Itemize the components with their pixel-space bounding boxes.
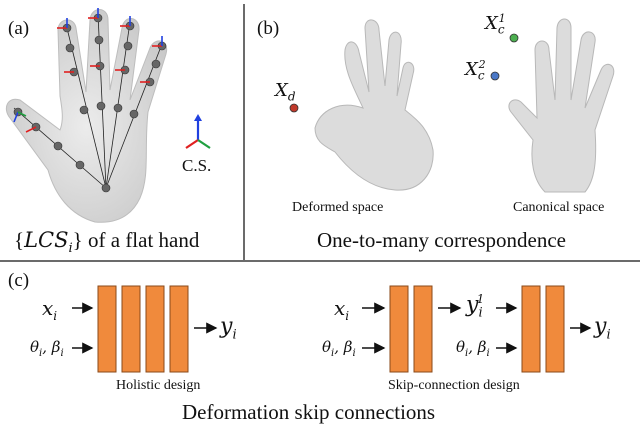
panel-b-caption: One-to-many correspondence (317, 228, 566, 252)
flat-hand-illustration (5, 8, 211, 223)
joint-markers (13, 13, 167, 193)
xc2-point (490, 71, 500, 81)
xc1-label: Xc1 (485, 12, 506, 37)
panel-b-label: (b) (257, 18, 280, 39)
canonical-space-caption: Canonical space (513, 200, 605, 215)
panel-c-caption: Deformation skip connections (182, 400, 436, 424)
holistic-caption: Holistic design (116, 378, 201, 393)
panel-b: (b) Xd Xc1 Xc2 Deformed space Canonical … (245, 0, 640, 260)
horizontal-divider (0, 260, 640, 262)
deformed-space-caption: Deformed space (292, 200, 384, 215)
hand-shape (5, 9, 168, 223)
holistic-blocks (97, 285, 189, 373)
vertical-divider (243, 4, 245, 260)
skip-connection-diagram (72, 285, 592, 373)
canonical-hand-shape (508, 18, 615, 193)
skip-second-params: θi, βi (456, 338, 490, 359)
skip-mid-y: yi1 (466, 292, 485, 321)
xc2-label: Xc2 (465, 58, 486, 83)
skip-blocks-second (521, 285, 565, 373)
cs-label: C.S. (182, 156, 212, 175)
panel-c-label: (c) (8, 270, 30, 291)
xd-label: Xd (275, 80, 296, 104)
xc1-point (509, 33, 519, 43)
local-axes (13, 8, 163, 133)
deformed-hand-shape (314, 19, 434, 191)
panel-c: (c) (0, 262, 640, 432)
deformed-hand-illustration (289, 18, 615, 193)
skip-blocks-first (389, 285, 433, 373)
holistic-output-y: yi (220, 314, 237, 343)
panel-a-caption: {LCSi} of a flat hand (14, 228, 200, 257)
holistic-input-params: θi, βi (30, 338, 64, 359)
xd-point (289, 103, 299, 113)
skip-caption: Skip-connection design (388, 378, 520, 393)
holistic-arrows (72, 302, 218, 354)
cs-axes-icon (185, 114, 211, 149)
skip-arrows (362, 302, 592, 354)
skip-input-params: θi, βi (322, 338, 356, 359)
holistic-input-x: xi (42, 296, 58, 323)
skip-output-y: yi (594, 314, 611, 343)
panel-a-label: (a) (8, 18, 30, 39)
skip-input-x: xi (334, 296, 350, 323)
panel-a: (a) (0, 0, 243, 260)
